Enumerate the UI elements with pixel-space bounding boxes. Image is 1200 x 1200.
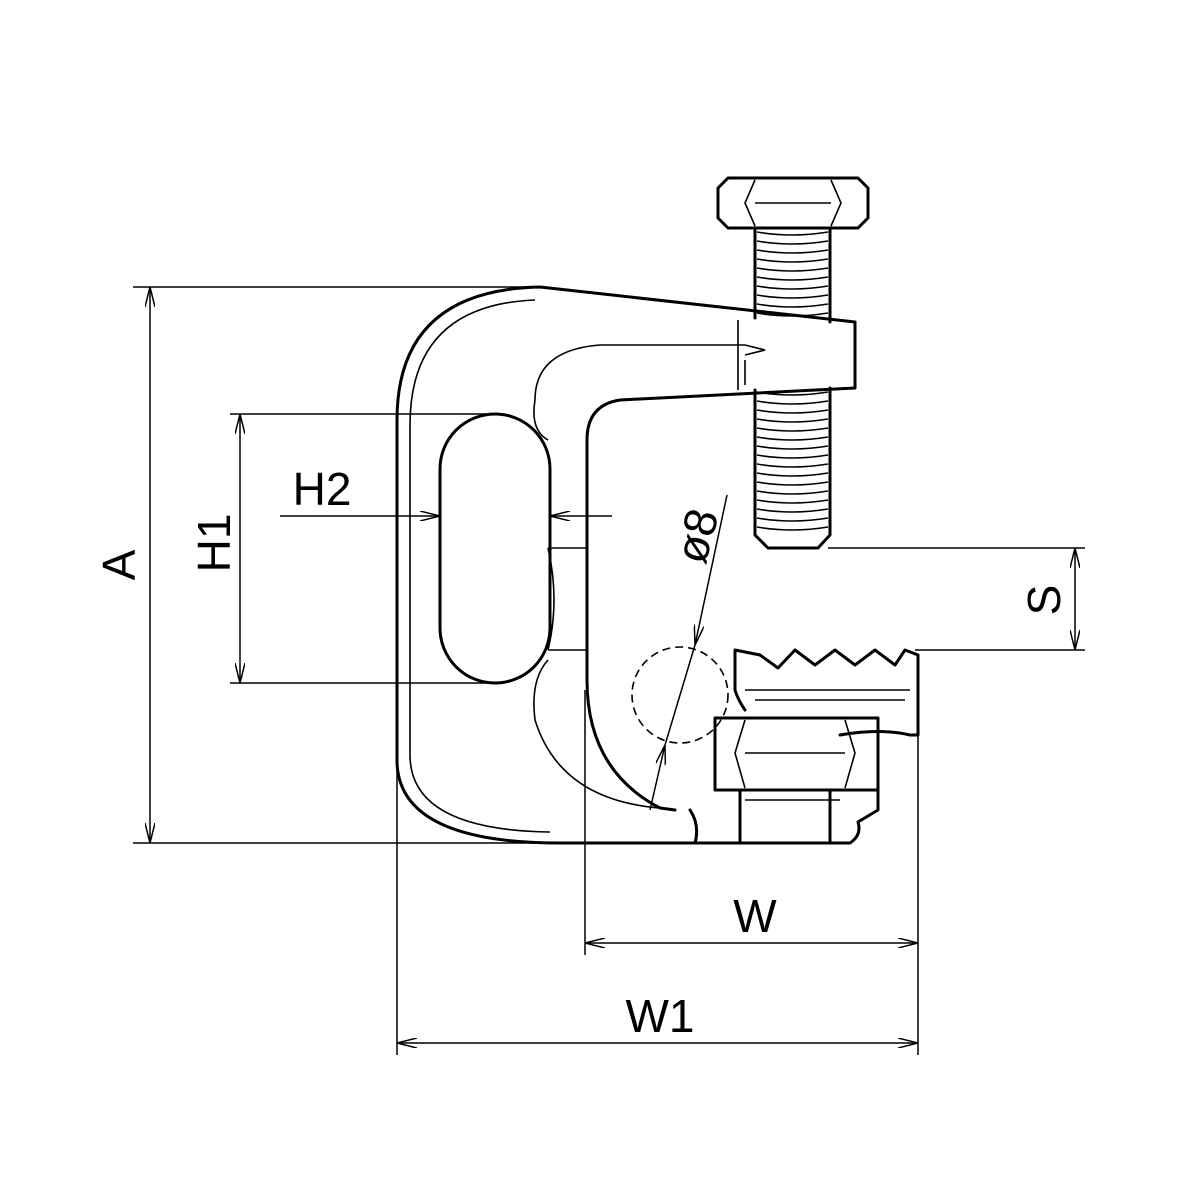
dimension-H1: H1: [188, 413, 495, 684]
clamp-slot: [438, 412, 552, 685]
thread-line: [756, 249, 829, 254]
serrated-jaw: [733, 648, 920, 737]
thread-line: [756, 303, 829, 308]
label-W1: W1: [626, 990, 695, 1042]
bolt-threads: [756, 231, 829, 531]
bottom-plate: [688, 788, 832, 845]
thread-line: [756, 499, 829, 504]
clamp-ridge-line: [737, 320, 746, 390]
jaw-lip: [745, 689, 910, 701]
label-A: A: [93, 549, 145, 580]
dimension-S: S: [828, 547, 1085, 651]
thread-line: [756, 445, 829, 450]
thread-line: [756, 258, 829, 263]
thread-line: [756, 517, 829, 522]
clamp-body: [395, 285, 880, 845]
thread-line: [756, 400, 829, 405]
bolt: [716, 176, 870, 550]
thread-line: [756, 240, 829, 245]
bolt-head-facets: [744, 179, 842, 227]
thread-line: [756, 436, 829, 441]
rod-circle-dashed: [631, 646, 729, 744]
thread-line: [756, 294, 829, 299]
thread-line: [756, 427, 829, 432]
label-S: S: [1018, 585, 1070, 616]
thread-line: [756, 285, 829, 290]
clamp-inner-outline: [409, 299, 766, 833]
thread-line: [756, 231, 829, 236]
jaw-assembly: [631, 646, 920, 801]
thread-line: [756, 508, 829, 513]
label-H1: H1: [188, 514, 240, 573]
thread-line: [756, 463, 829, 468]
thread-line: [756, 481, 829, 486]
thread-line: [756, 418, 829, 423]
thread-line: [756, 454, 829, 459]
thread-line: [756, 526, 829, 531]
label-H2: H2: [293, 463, 352, 515]
dimension-diameter: ø8: [649, 494, 729, 811]
bolt-head: [716, 176, 870, 230]
thread-line: [756, 490, 829, 495]
label-W: W: [733, 890, 777, 942]
slot-rim: [547, 547, 587, 651]
dimension-H2: H2: [280, 463, 612, 516]
clamp-outer-outline: [395, 285, 880, 845]
dimension-W: W: [584, 655, 919, 1055]
label-diameter: ø8: [664, 503, 728, 568]
bolt-shank-lower: [753, 386, 832, 550]
dimension-A: A: [93, 286, 560, 844]
nut: [713, 716, 880, 792]
thread-line: [756, 409, 829, 414]
thread-line: [756, 472, 829, 477]
nut-facets: [734, 719, 856, 801]
bolt-shank-upper: [753, 226, 832, 324]
thread-line: [756, 267, 829, 272]
thread-line: [756, 276, 829, 281]
dimension-W1: W1: [396, 700, 918, 1055]
